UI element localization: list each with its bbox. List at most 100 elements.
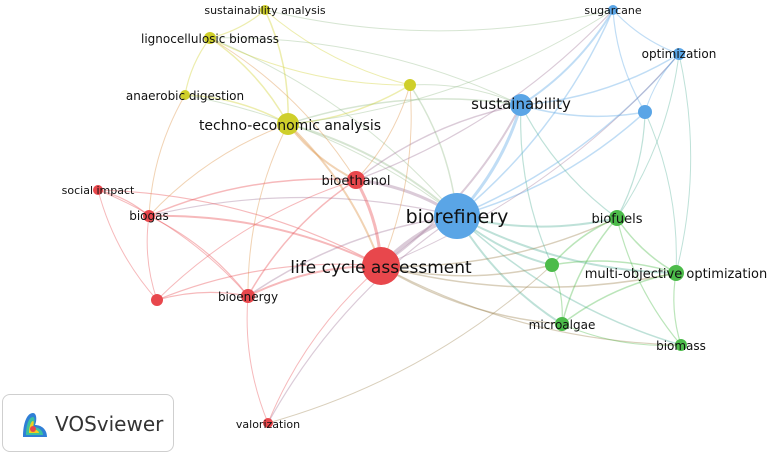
link-lca-social [97, 189, 382, 267]
link-microalgae-biomass [561, 323, 682, 346]
node-microalgae[interactable] [555, 317, 569, 331]
label-biomass: biomass [656, 339, 706, 353]
link-sustainability-optimization [520, 53, 680, 106]
link-biofuels-green_small [551, 217, 618, 266]
node-tea[interactable] [277, 113, 299, 135]
link-moo-microalgae [561, 272, 677, 325]
link-bioethanol-bioenergy [247, 179, 357, 297]
link-bioenergy-social [97, 189, 249, 297]
link-tea-sust_analysis [264, 9, 289, 125]
label-biofuels: biofuels [591, 212, 642, 227]
node-biofuels[interactable] [609, 210, 625, 226]
links-layer [97, 9, 692, 424]
link-valorization-green_small [267, 264, 553, 424]
node-moo[interactable] [668, 265, 684, 281]
link-social-red_small [97, 189, 158, 301]
label-bioenergy: bioenergy [218, 290, 278, 304]
link-biorefinery-anaerobic [184, 94, 458, 217]
nodes-layer [93, 5, 687, 428]
link-biofuels-optimization [616, 53, 680, 219]
link-tea-yellow_small [287, 84, 411, 125]
link-biorefinery-biomass [456, 215, 682, 346]
link-bioethanol-biogas [148, 178, 357, 217]
label-lignocellulosic: lignocellulosic biomass [141, 32, 279, 46]
label-optimization: optimization [642, 47, 717, 61]
node-lca[interactable] [362, 247, 400, 285]
link-lca-optimization [380, 53, 680, 267]
link-sustainability-lignocellulosic [209, 37, 522, 106]
link-bioethanol-red_small [156, 179, 357, 301]
link-lca-tea [287, 123, 382, 267]
node-biorefinery[interactable] [434, 193, 480, 239]
node-sustainability[interactable] [510, 94, 532, 116]
node-anaerobic[interactable] [180, 90, 190, 100]
link-sugarcane-optimization [612, 9, 680, 55]
node-valorization[interactable] [263, 418, 273, 428]
vosviewer-badge: VOSviewer [2, 394, 174, 452]
node-optimization[interactable] [673, 48, 685, 60]
link-biorefinery-optimization [456, 53, 680, 217]
link-lca-microalgae [380, 265, 563, 325]
node-sust-analysis[interactable] [260, 5, 270, 15]
node-green-small[interactable] [545, 258, 559, 272]
link-tea-sugarcane [287, 9, 614, 125]
link-biofuels-biomass [616, 217, 682, 346]
link-tea-biogas [148, 123, 289, 217]
link-lca-biomass [380, 265, 682, 346]
link-moo-optimization [675, 53, 692, 274]
link-lca-sustainability [380, 104, 522, 267]
link-anaerobic-biogas [148, 94, 186, 217]
link-biogas-red_small [146, 215, 158, 301]
link-biofuels-microalgae [561, 217, 618, 325]
link-sugarcane-blue_small [612, 9, 646, 113]
label-valorization: valorization [236, 418, 300, 431]
link-bioethanol-lignocellulosic [209, 37, 357, 181]
link-biorefinery-blue_small [456, 111, 646, 217]
link-tea-anaerobic [184, 94, 289, 125]
label-moo: multi-objective optimization [585, 267, 768, 282]
label-lca: life cycle assessment [290, 258, 472, 278]
link-lca-moo [380, 265, 677, 289]
link-lignocellulosic-anaerobic [184, 37, 211, 96]
link-biorefinery-bioenergy [247, 215, 458, 297]
link-moo-biomass [673, 272, 682, 346]
link-bioenergy-red_small [156, 291, 249, 301]
link-sustainability-tea [287, 98, 522, 125]
link-sust_analysis-yellow_small [264, 9, 411, 86]
link-biorefinery-tea [287, 123, 458, 217]
link-sustainability-biofuels [520, 104, 618, 219]
node-lignocellulosic[interactable] [204, 32, 216, 44]
label-sugarcane: sugarcane [584, 4, 641, 17]
label-social: social impact [62, 184, 135, 197]
node-yellow-small[interactable] [404, 79, 416, 91]
link-sustainability-bioethanol [355, 104, 522, 181]
link-tea-lignocellulosic [209, 37, 289, 125]
node-bioenergy[interactable] [241, 289, 255, 303]
node-social[interactable] [93, 185, 103, 195]
link-microalgae-green_small [551, 264, 563, 325]
link-biofuels-blue_small [616, 111, 646, 219]
node-biomass[interactable] [675, 339, 687, 351]
link-lca-valorization [267, 265, 382, 424]
vosviewer-logo-icon [23, 413, 47, 437]
link-biorefinery-valorization [267, 215, 458, 424]
link-lca-biofuels [380, 217, 618, 268]
link-sustainability-sugarcane [520, 9, 614, 106]
node-bioethanol[interactable] [347, 171, 365, 189]
node-red-small[interactable] [151, 294, 163, 306]
logo-text: VOSviewer [55, 412, 164, 436]
label-sustainability: sustainability [471, 95, 571, 113]
link-biofuels-moo [616, 217, 677, 274]
link-lca-red_small [156, 263, 382, 301]
link-bioenergy-biogas [148, 215, 249, 297]
label-biogas: biogas [129, 209, 169, 223]
node-sugarcane[interactable] [608, 5, 618, 15]
link-lca-biogas [148, 214, 382, 267]
link-biorefinery-lignocellulosic [209, 37, 458, 217]
link-lca-yellow_small [380, 84, 412, 267]
node-biogas[interactable] [143, 210, 155, 222]
node-blue-small[interactable] [638, 105, 652, 119]
link-bioenergy-valorization [246, 295, 269, 424]
